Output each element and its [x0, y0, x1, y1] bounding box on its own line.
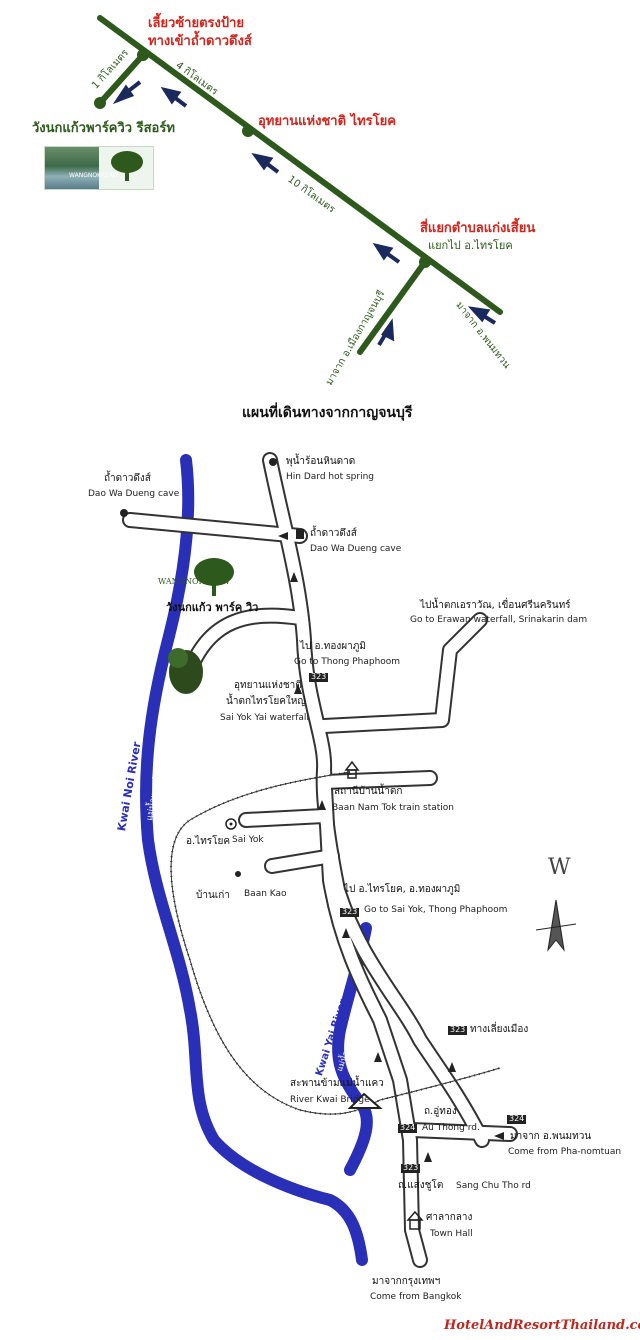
- road-sign-323: 323: [309, 672, 329, 682]
- park-tree-icon: [168, 648, 203, 694]
- townhall-label-th: ศาลากลาง: [426, 1212, 473, 1223]
- map-title: แผนที่เดินทางจากกาญจนบุรี: [242, 405, 413, 421]
- road-sign-323: 323: [340, 907, 360, 917]
- watermark-part-3: .com: [625, 1318, 640, 1333]
- arrow-icon: [342, 928, 350, 938]
- compass-letter: W: [548, 855, 571, 880]
- junction-dot-resort-turn: [137, 49, 149, 61]
- kwai-noi-river: [140, 454, 368, 1266]
- arrow-icon: [251, 152, 280, 174]
- compass-icon: [535, 899, 577, 952]
- station-label-en: Baan Nam Tok train station: [332, 803, 454, 813]
- arrow-icon: [290, 572, 298, 582]
- road-sign-324: 324: [398, 1123, 418, 1133]
- arrow-icon: [424, 1152, 432, 1162]
- turn-left-label-1: เลี้ยวซ้ายตรงป้าย: [148, 16, 245, 31]
- uthong-label-th: ถ.อู่ทอง: [424, 1106, 457, 1117]
- cave-right-label-en: Dao Wa Dueng cave: [310, 544, 402, 554]
- arrow-icon: [160, 86, 188, 108]
- road-sign-323: 323: [448, 1025, 468, 1035]
- falls-label-en: Sai Yok Yai waterfall: [220, 713, 309, 723]
- resort-logo: WANGNOKKEAW: [44, 146, 154, 190]
- baankao-dot: [235, 871, 241, 877]
- arrow-icon: [294, 684, 302, 694]
- arrow-icon: [278, 532, 288, 540]
- resort-label-th: วังนกแก้ว พาร์ค วิว: [166, 601, 259, 614]
- townhall-label-en: Town Hall: [430, 1229, 473, 1239]
- erawan-label-th: ไปน้ำตกเอราวัณ, เขื่อนศรีนครินทร์: [420, 600, 571, 611]
- falls-label-th-1: อุทยานแห่งชาติ: [234, 680, 302, 691]
- cave-right-label-th: ถ้ำดาวดึงส์: [310, 528, 357, 539]
- cave-left-label-th: ถ้ำดาวดึงส์: [104, 473, 151, 484]
- arrow-icon: [374, 1052, 382, 1062]
- hot-spring-dot: [269, 458, 277, 466]
- hot-spring-label-th: พุน้ำร้อนหินดาด: [286, 456, 356, 467]
- hot-spring-label-en: Hin Dard hot spring: [286, 472, 375, 482]
- bridge-icon: [347, 1092, 383, 1109]
- south-road: [357, 259, 428, 355]
- sangchu-label-en: Sang Chu Tho rd: [456, 1181, 531, 1191]
- phanom-label-en: Come from Pha-nomtuan: [508, 1147, 622, 1157]
- watermark-part-2: Thailand: [560, 1318, 626, 1333]
- bangkok-label-th: มาจากกรุงเทพฯ: [372, 1276, 441, 1287]
- go-saiyok-label-en: Go to Sai Yok, Thong Phaphoom: [364, 905, 508, 915]
- top-route-map: [94, 15, 503, 355]
- bypass-label-th: ทางเลี่ยงเมือง: [470, 1024, 529, 1035]
- resort-dot: [94, 97, 106, 109]
- detail-map: [120, 452, 577, 1268]
- arrow-icon: [467, 306, 497, 325]
- thong-label-en: Go to Thong Phaphoom: [294, 657, 401, 667]
- resort-label: วังนกแก้วพาร์ควิว รีสอร์ท: [32, 121, 175, 136]
- go-saiyok-label-th: ไป อ.ไทรโยค, อ.ทองผาภูมิ: [344, 884, 461, 895]
- arrow-icon: [494, 1132, 504, 1140]
- bangkok-label-en: Come from Bangkok: [370, 1292, 462, 1302]
- saiyok-target-icon: [225, 818, 237, 830]
- arrow-icon: [318, 800, 326, 810]
- baankao-label-th: บ้านเก่า: [196, 890, 230, 901]
- resort-logo-text: WANGNOKKEAW: [158, 577, 231, 586]
- park-dot: [242, 125, 254, 137]
- arrow-icon: [377, 318, 395, 347]
- uthong-label-en: Au Thong rd.: [422, 1123, 480, 1133]
- falls-label-th-2: น้ำตกไทรโยคใหญ่: [226, 696, 306, 707]
- site-watermark: HotelAndResortThailand.com: [444, 1318, 640, 1333]
- sangchu-label-th: ถ.แสงชูโต: [398, 1180, 444, 1191]
- arrow-icon: [372, 242, 401, 264]
- saiyok-label-th: อ.ไทรโยค: [186, 836, 231, 847]
- logo-text: WANGNOKKEAW: [69, 172, 119, 179]
- turn-left-label-2: ทางเข้าถ้ำดาวดึงส์: [148, 34, 252, 49]
- station-house-icon: [344, 760, 360, 779]
- saiyok-label-en: Sai Yok: [232, 835, 264, 845]
- park-label: อุทยานแห่งชาติ ไทรโยค: [258, 114, 396, 129]
- baankao-label-en: Baan Kao: [244, 889, 287, 899]
- station-label-th: สถานีบ้านน้ำตก: [334, 786, 403, 797]
- cave-right-marker: [296, 529, 304, 539]
- cave-left-label-en: Dao Wa Dueng cave: [88, 489, 180, 499]
- river-photo: [45, 147, 99, 189]
- bridge-label-th: สะพานข้ามแม่น้ำแคว: [290, 1078, 384, 1089]
- townhall-house-icon: [406, 1210, 424, 1230]
- resort-tree-icon: [194, 558, 234, 596]
- arrow-icon: [112, 80, 142, 105]
- road-sign-324: 324: [507, 1114, 527, 1124]
- junction-label: สี่แยกตำบลแก่งเสี้ยน: [420, 221, 536, 236]
- erawan-label-en: Go to Erawan waterfall, Srinakarin dam: [410, 615, 588, 625]
- cave-dot: [120, 509, 128, 517]
- tree-icon: [111, 151, 143, 181]
- resort-spur: [97, 52, 146, 106]
- to-saiyok-label: แยกไป อ.ไทรโยค: [428, 239, 513, 252]
- phanom-label-th: มาจาก อ.พนมทวน: [510, 1131, 592, 1142]
- junction-dot-kaeng-sian: [419, 256, 431, 268]
- thong-label-th: ไป อ.ทองผาภูมิ: [300, 641, 366, 652]
- watermark-part-1: HotelAndResort: [444, 1318, 561, 1333]
- road-sign-323: 323: [401, 1163, 421, 1173]
- arrow-icon: [448, 1062, 456, 1072]
- main-road: [97, 15, 503, 315]
- bridge-label-en: River Kwai Bridge: [290, 1095, 370, 1105]
